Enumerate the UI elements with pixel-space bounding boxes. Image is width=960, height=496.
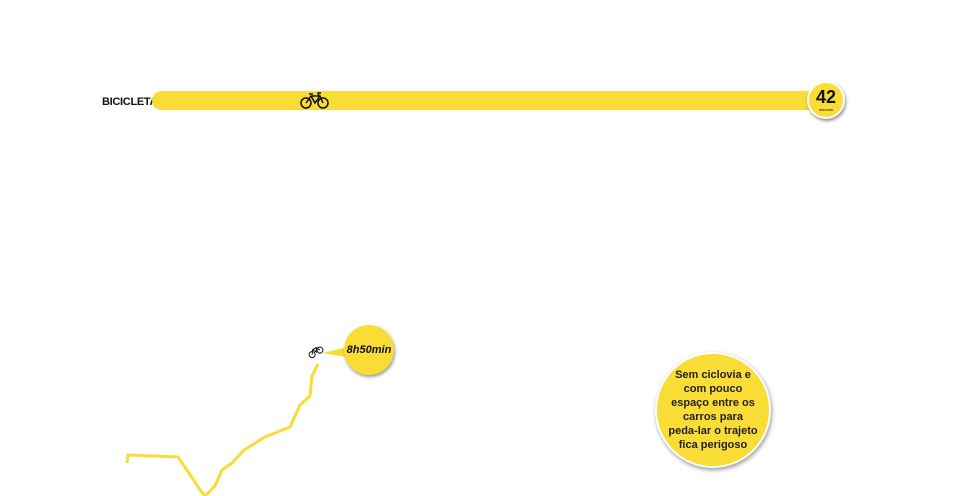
route-line: [125, 363, 320, 496]
note-text: Sem ciclovia e com pouco espaço entre os…: [668, 369, 758, 451]
duration-badge: 42 minutos: [807, 81, 845, 119]
note-bubble: Sem ciclovia e com pouco espaço entre os…: [655, 352, 771, 468]
mode-label: BICICLETA: [102, 96, 158, 108]
route-bicycle-icon: [308, 346, 324, 359]
duration-value: 42: [815, 87, 837, 107]
route-time-bubble: 8h50min: [344, 325, 394, 375]
bicycle-icon: [300, 92, 329, 109]
duration-unit: minutos: [818, 107, 833, 112]
